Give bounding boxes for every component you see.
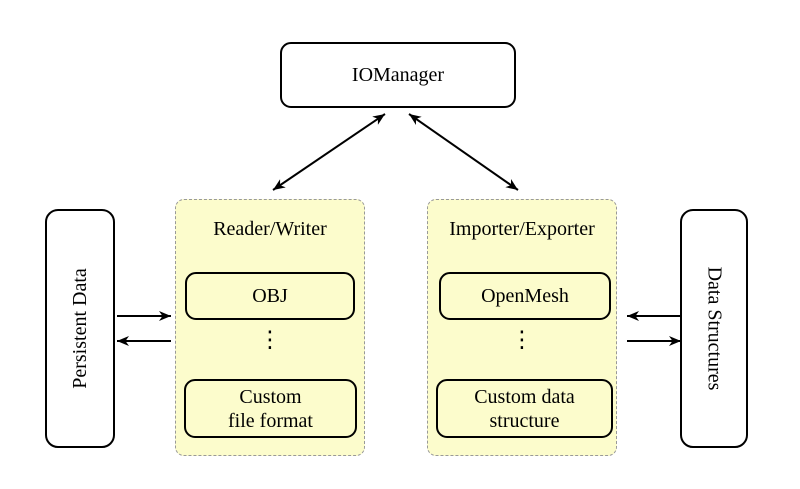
obj-node: OBJ xyxy=(185,272,355,320)
openmesh-node: OpenMesh xyxy=(439,272,611,320)
importer-exporter-title: Importer/Exporter xyxy=(449,218,595,240)
persistent-data-node: Persistent Data xyxy=(45,209,115,448)
custom-file-format-node: Custom file format xyxy=(184,379,357,438)
arrow-iomanager-importer-exporter xyxy=(408,113,519,191)
iomanager-label: IOManager xyxy=(351,63,445,86)
reader-writer-group: Reader/Writer OBJ ⋮ Custom file format xyxy=(175,199,365,456)
reader-writer-ellipsis: ⋮ xyxy=(258,327,282,353)
arrow-iomanager-reader-writer xyxy=(272,113,386,191)
persistent-data-label: Persistent Data xyxy=(68,268,91,389)
importer-exporter-group: Importer/Exporter OpenMesh ⋮ Custom data… xyxy=(427,199,617,456)
custom-data-structure-node: Custom data structure xyxy=(436,379,613,438)
importer-exporter-ellipsis: ⋮ xyxy=(510,327,534,353)
data-structures-label: Data Structures xyxy=(703,266,726,391)
reader-writer-title: Reader/Writer xyxy=(213,218,327,240)
iomanager-node: IOManager xyxy=(280,42,516,108)
data-structures-node: Data Structures xyxy=(680,209,748,448)
